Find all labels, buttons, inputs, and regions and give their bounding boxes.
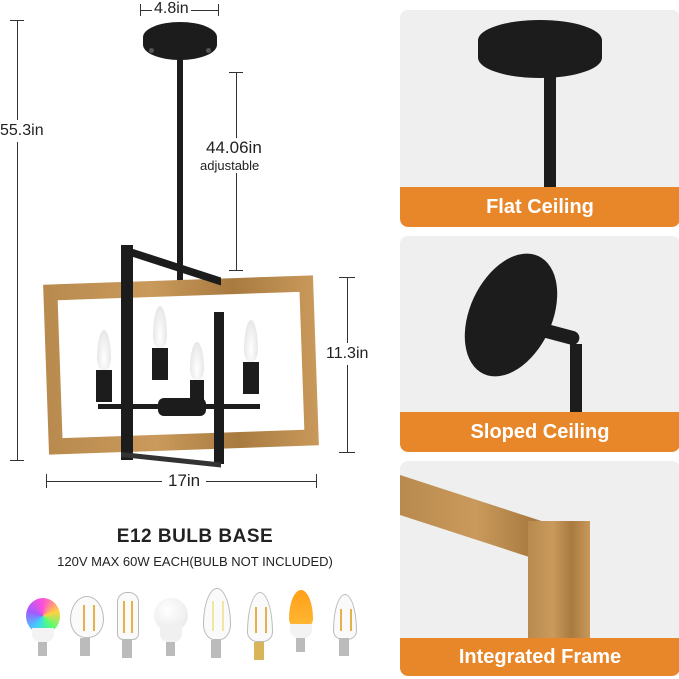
flat-downrod-image (544, 70, 556, 198)
canopy-screw-right (206, 48, 211, 53)
wood-frame (43, 275, 319, 455)
candle-filament-bulb-icon (203, 588, 231, 640)
candle-filament-bulb-screw-icon (211, 640, 221, 658)
integrated-frame-label: Integrated Frame (400, 638, 679, 676)
frame-vertical-beam-image (528, 521, 590, 639)
metal-frame-vertical-right (214, 312, 224, 464)
flame-tip-filament-bulb-screw-icon (254, 642, 264, 660)
bulb-info-section: E12 BULB BASE 120V MAX 60W EACH(BULB NOT… (0, 520, 395, 679)
candle-bulb-4 (244, 320, 258, 362)
flame-tip-filament-bulb-icon (247, 592, 273, 642)
downrod (177, 50, 183, 312)
metal-frame-bottom-bar (121, 452, 221, 468)
candle-bulb-3 (190, 342, 204, 380)
total-height-label: 55.3in (0, 120, 44, 142)
tubular-filament-bulb-screw-icon (122, 640, 132, 658)
adjustable-length-label: 44.06in (206, 138, 262, 158)
fixture-width-label: 17in (162, 471, 207, 491)
rgb-globe-bulb-screw-icon (38, 642, 47, 656)
candle-socket-3 (190, 380, 204, 408)
flicker-flame-bulb-icon (289, 590, 313, 626)
sloped-ceiling-label: Sloped Ceiling (400, 412, 679, 452)
bent-tip-filament-bulb-screw-icon (339, 638, 349, 656)
bulb-rating-subtitle: 120V MAX 60W EACH(BULB NOT INCLUDED) (57, 554, 333, 569)
flat-ceiling-label: Flat Ceiling (400, 187, 679, 227)
candle-bulb-2 (153, 306, 167, 348)
canopy-screw-left (149, 48, 154, 53)
sloped-downrod-image (570, 344, 582, 414)
candle-socket-2 (152, 348, 168, 380)
bent-tip-filament-bulb-icon (333, 594, 357, 640)
candle-socket-4 (243, 362, 259, 394)
tubular-filament-bulb-icon (117, 592, 139, 640)
frosted-globe-bulb-base-icon (160, 626, 182, 642)
bulb-base-title: E12 BULB BASE (116, 526, 274, 547)
flicker-flame-bulb-screw-icon (296, 638, 305, 652)
candle-bulb-1 (97, 330, 111, 370)
product-diagram: 4.8in 55.3in 44.06in adjustable (0, 0, 395, 510)
metal-frame-vertical-left (121, 245, 133, 460)
flicker-flame-bulb-base-icon (290, 624, 312, 638)
filament-globe-bulb-screw-icon (80, 638, 90, 656)
adjustable-note-label: adjustable (200, 158, 260, 173)
sloped-canopy-image (446, 238, 576, 392)
canopy-width-label: 4.8in (152, 0, 191, 18)
flat-canopy-image (478, 20, 602, 78)
feature-panel-flat-ceiling: Flat Ceiling (400, 10, 679, 227)
feature-panel-integrated-frame: Integrated Frame (400, 461, 679, 676)
rgb-globe-bulb-base-icon (32, 628, 54, 642)
fixture-height-label: 11.3in (326, 343, 369, 365)
filament-globe-bulb-icon (70, 596, 104, 638)
frosted-globe-bulb-screw-icon (166, 642, 175, 656)
feature-panel-sloped-ceiling: Sloped Ceiling (400, 236, 679, 452)
candle-socket-1 (96, 370, 112, 402)
